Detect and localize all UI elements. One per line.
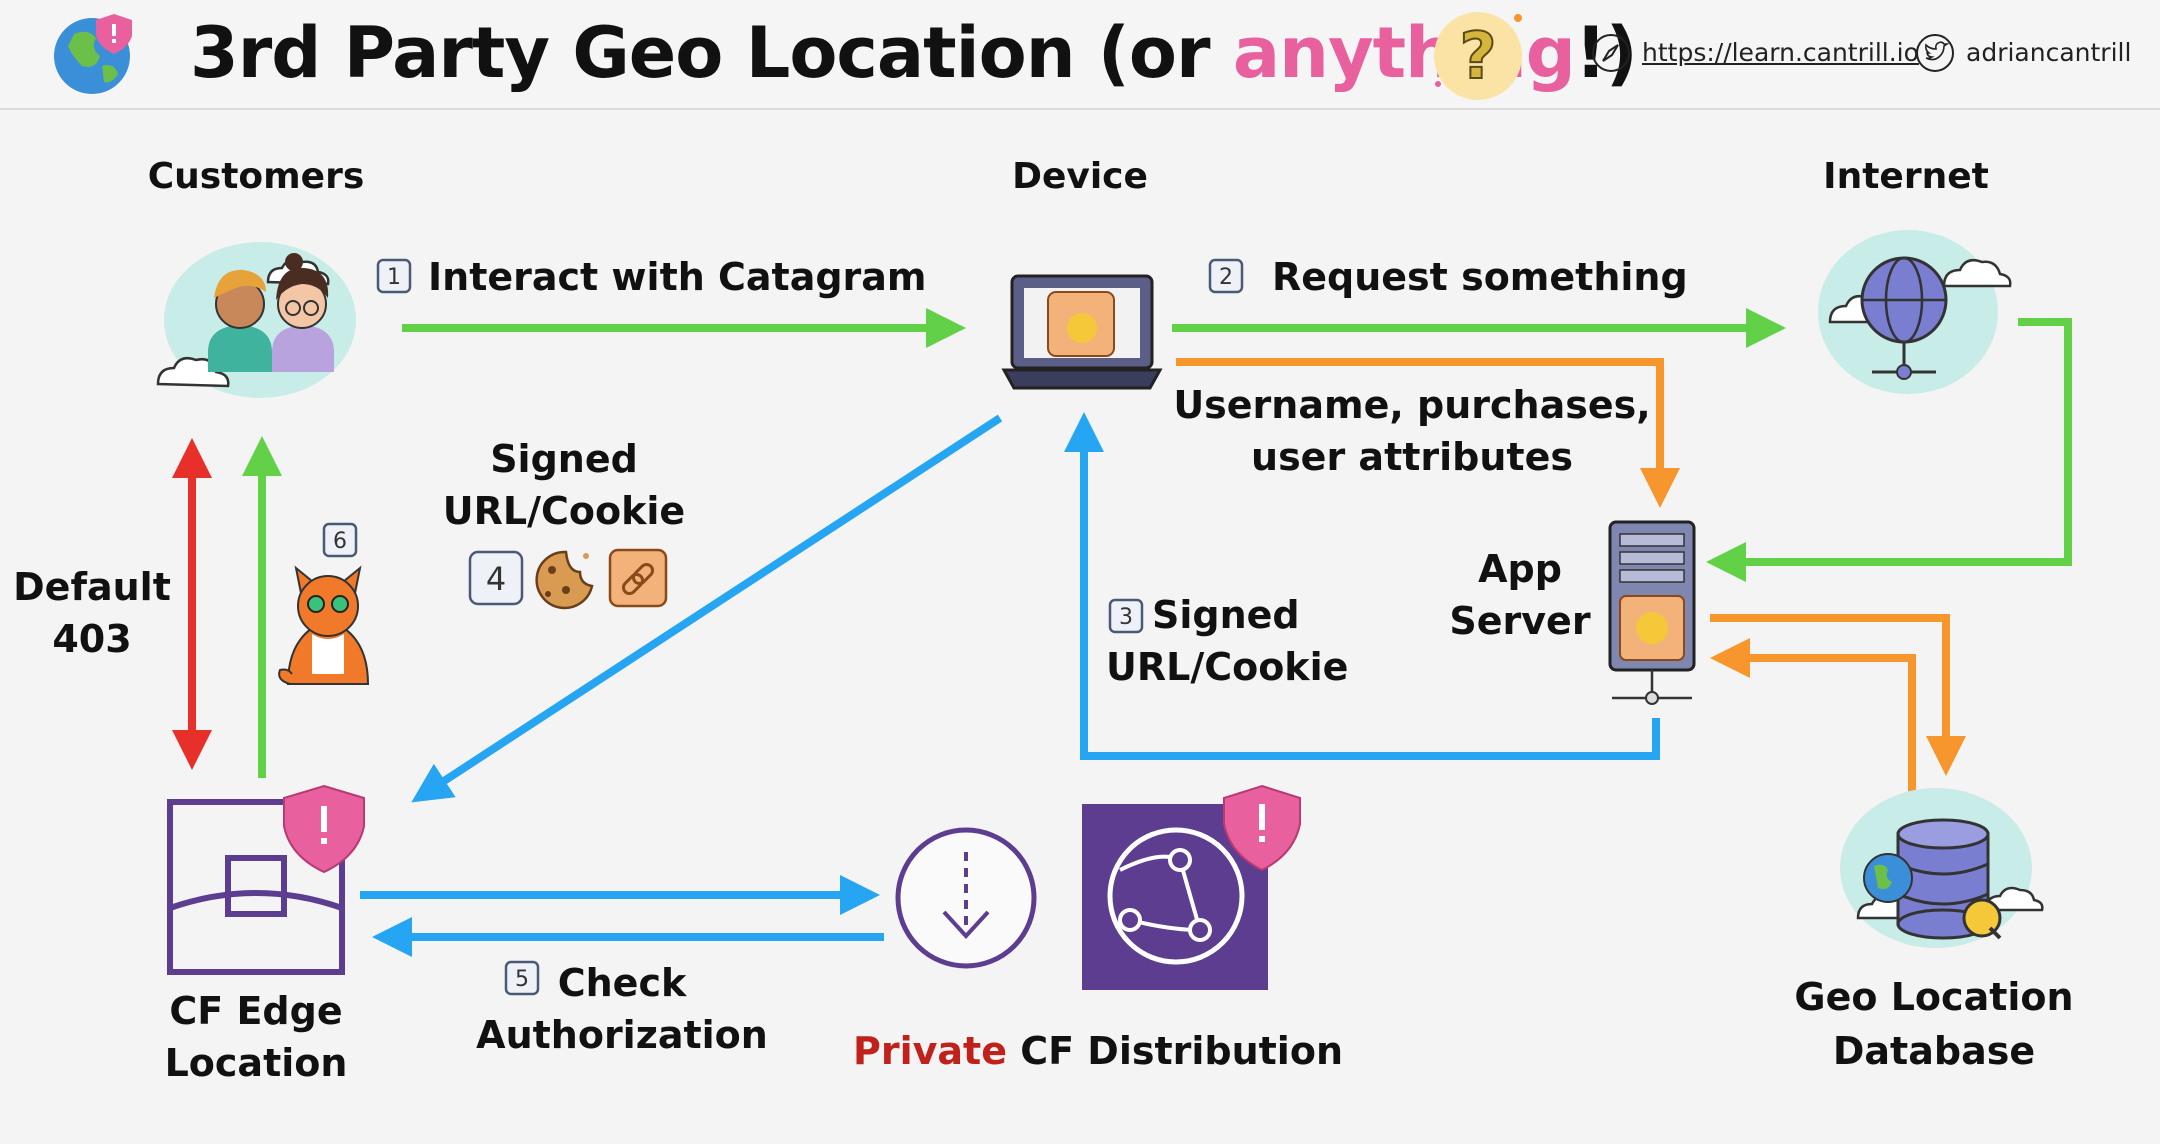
app-server-label-1: App (1478, 547, 1562, 591)
shield-icon (1223, 784, 1301, 872)
step-number-3: 3 (1119, 605, 1133, 630)
svg-text:?: ? (1459, 20, 1496, 94)
step-badge-4 (468, 550, 524, 606)
cf-edge-label-1: CF Edge (169, 989, 342, 1033)
cookie-icon (535, 550, 594, 610)
step-badge-5 (504, 960, 540, 996)
globe-icon (54, 14, 132, 94)
cf-edge-label-2: Location (165, 1041, 348, 1085)
arrow-device-to-app-server (1176, 358, 1680, 508)
cat-icon (278, 565, 370, 685)
server-icon (1608, 520, 1696, 705)
header-bar: 3rd Party Geo Location (or anything!) ? … (0, 0, 2160, 110)
distribution-text: CF Distribution (1007, 1029, 1343, 1073)
arrow-internet-to-app-server (1706, 318, 2072, 582)
private-word: Private (853, 1029, 1007, 1073)
shield-icon (283, 784, 365, 874)
step-3-label-1: Signed (1152, 593, 1300, 637)
app-server-label-2: Server (1449, 599, 1590, 643)
arrow-app-to-device-signed-url (1064, 412, 1660, 760)
default-403-label-1: Default (13, 565, 171, 609)
step-badge-1 (376, 258, 412, 294)
attributes-label-2: user attributes (1251, 435, 1573, 479)
step-badge-6 (322, 522, 358, 558)
step-1-label: Interact with Catagram (428, 255, 927, 299)
device-label: Device (1012, 156, 1148, 197)
internet-globe-icon (1818, 230, 2012, 394)
laptop-icon (1001, 274, 1163, 390)
default-403-label-2: 403 (52, 617, 131, 661)
step-3-label-2: URL/Cookie (1106, 645, 1348, 689)
attributes-label-1: Username, purchases, (1173, 383, 1650, 427)
geo-db-label-2: Database (1833, 1029, 2035, 1073)
step-2-label: Request something (1272, 255, 1688, 299)
arrow-device-to-edge (411, 414, 1003, 803)
step-4-label-1: Signed (490, 437, 638, 481)
link-icon (608, 548, 668, 608)
step-number-5: 5 (515, 967, 529, 992)
geo-db-label-1: Geo Location (1794, 975, 2073, 1019)
page-title: 3rd Party Geo Location (or anything!) (190, 12, 1638, 94)
compass-icon (1592, 34, 1630, 72)
step-badge-2 (1208, 258, 1244, 294)
edge-location-icon (167, 799, 345, 975)
step-number-1: 1 (387, 265, 401, 290)
step-number-6: 6 (333, 529, 347, 554)
arrow-app-to-geo-db (1710, 614, 1966, 776)
database-icon (1840, 788, 2044, 948)
step-badge-3 (1108, 598, 1144, 634)
customers-label: Customers (148, 156, 365, 197)
step-number-2: 2 (1219, 265, 1233, 290)
distribution-icon (895, 827, 1037, 969)
step-5-label-1: Check (558, 961, 687, 1005)
connectors (172, 308, 2072, 957)
twitter-icon (1916, 34, 1954, 72)
step-number-4: 4 (486, 560, 506, 598)
step-5-label-2: Authorization (476, 1013, 768, 1057)
arrow-geo-db-to-app (1710, 638, 1916, 802)
distribution-label: Private CF Distribution (853, 1029, 1343, 1073)
question-icon: ? (1434, 12, 1522, 100)
twitter-handle[interactable]: adriancantrill (1966, 38, 2132, 67)
step-4-label-2: URL/Cookie (443, 489, 685, 533)
course-link[interactable]: https://learn.cantrill.io (1642, 38, 1919, 67)
customers-icon (156, 242, 356, 398)
internet-label: Internet (1823, 156, 1989, 197)
